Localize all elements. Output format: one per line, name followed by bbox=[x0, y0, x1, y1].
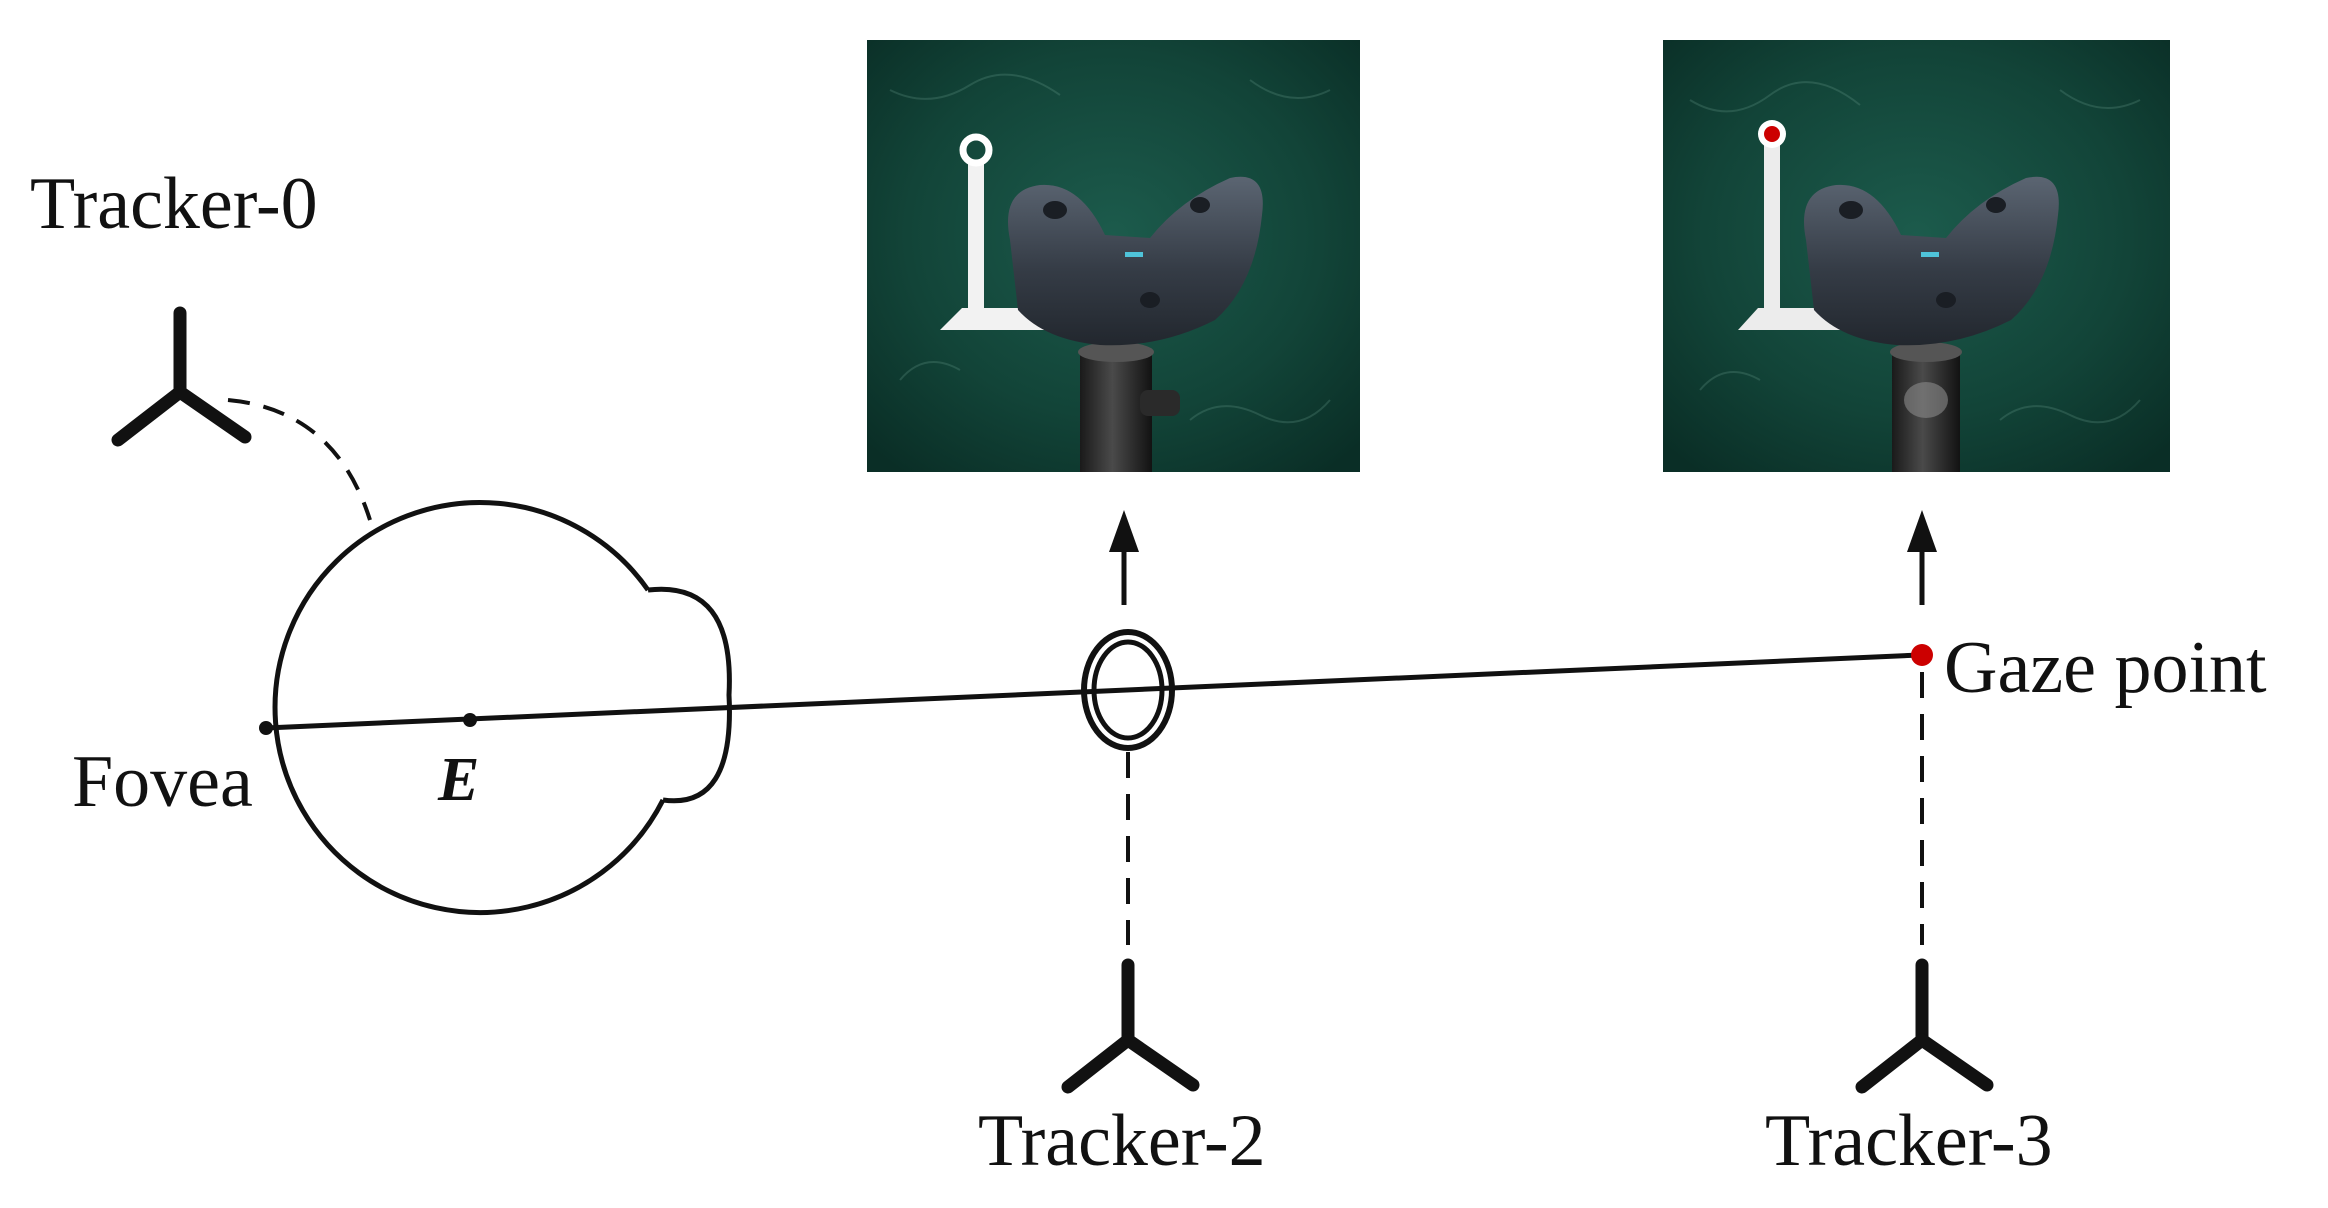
tracker-3-icon bbox=[1855, 958, 1994, 1094]
gaze-point-label: Gaze point bbox=[1944, 627, 2267, 709]
fovea-label: Fovea bbox=[72, 741, 253, 823]
ring-icon bbox=[1081, 629, 1175, 751]
arrow-up-icon-2 bbox=[1109, 510, 1139, 605]
gaze-point-dot bbox=[1911, 644, 1933, 666]
tracker-2-label: Tracker-2 bbox=[978, 1100, 1266, 1182]
tracker-3-label: Tracker-3 bbox=[1765, 1100, 2053, 1182]
tracker-3-photo bbox=[1663, 40, 2170, 472]
eye-center-label: E bbox=[437, 746, 479, 814]
tracker-0-label: Tracker-0 bbox=[30, 163, 318, 245]
eyeball-icon bbox=[272, 500, 732, 916]
tracker-2-photo bbox=[867, 40, 1360, 472]
tracker-2-icon bbox=[1061, 958, 1200, 1094]
arrow-up-icon-3 bbox=[1907, 510, 1937, 605]
tracker-0-icon bbox=[111, 306, 252, 447]
tracker-0-link-dashed bbox=[227, 398, 372, 521]
